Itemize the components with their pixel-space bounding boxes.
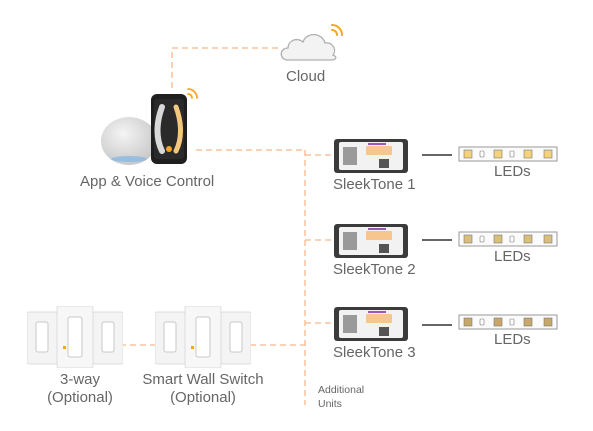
smart-wall-switch-icon	[155, 306, 251, 368]
sleektone-1-device-icon	[334, 139, 408, 173]
app-control-label: App & Voice Control	[80, 173, 215, 190]
smart-wall-switch-label-line1: Smart Wall Switch	[142, 371, 264, 388]
smartphone-app-icon	[151, 94, 187, 164]
cloud-label: Cloud	[286, 68, 326, 85]
sleektone-2-label: SleekTone 2	[333, 261, 416, 278]
three-way-switch-icon	[27, 306, 123, 368]
additional-units-line1: Additional	[318, 384, 365, 396]
smart-wall-switch-label-line2: (Optional)	[170, 389, 236, 406]
wifi-icon	[187, 88, 198, 99]
cloud-link-line	[171, 47, 280, 88]
led-strip-3-label: LEDs	[494, 331, 531, 348]
led-strip-3-icon	[458, 314, 558, 330]
cloud-wifi-icon	[280, 24, 343, 61]
additional-units-line2: Units	[318, 398, 342, 410]
sleektone-3-label: SleekTone 3	[333, 344, 416, 361]
three-way-label-line2: (Optional)	[47, 389, 113, 406]
sleektone-2-device-icon	[334, 224, 408, 258]
led-strip-2-icon	[458, 231, 558, 247]
sleektone-1-label: SleekTone 1	[333, 176, 416, 193]
led-strip-2-label: LEDs	[494, 248, 531, 265]
three-way-label-line1: 3-way	[59, 371, 100, 388]
led-strip-1-icon	[458, 146, 558, 162]
sleektone-3-device-icon	[334, 307, 408, 341]
smart-speaker-icon	[101, 117, 157, 165]
led-strip-1-label: LEDs	[494, 163, 531, 180]
